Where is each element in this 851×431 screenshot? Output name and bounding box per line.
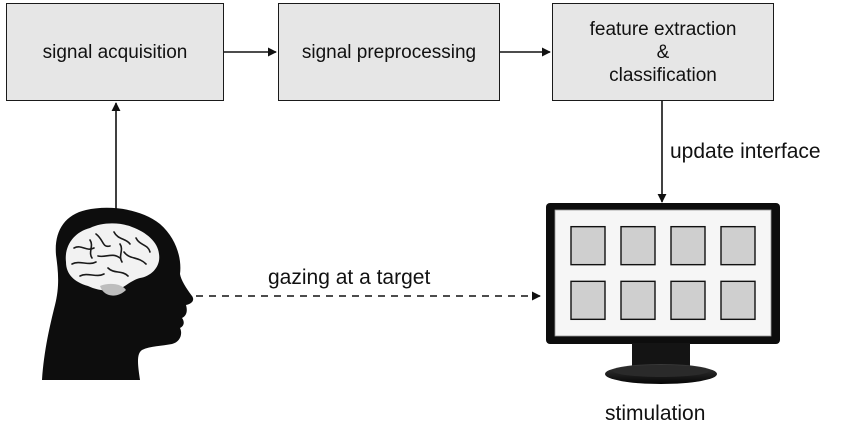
brain-icon [65, 223, 160, 296]
classification-label: classification [609, 64, 717, 86]
stimulus-tile [620, 225, 656, 266]
stimulus-tile [720, 225, 756, 266]
feature-extraction-box: feature extraction & classification [552, 3, 774, 101]
signal-preprocessing-label: signal preprocessing [301, 41, 477, 63]
signal-acquisition-box: signal acquisition [6, 3, 224, 101]
stimulus-tile [670, 280, 706, 321]
feature-extraction-label: feature extraction [589, 18, 737, 40]
stimulus-tile [720, 280, 756, 321]
signal-preprocessing-box: signal preprocessing [278, 3, 500, 101]
stimulation-label: stimulation [605, 402, 706, 425]
monitor-icon [546, 203, 780, 384]
stimulus-tile [670, 225, 706, 266]
ampersand-label: & [656, 41, 670, 63]
signal-acquisition-label: signal acquisition [42, 41, 188, 63]
gazing-label: gazing at a target [268, 266, 431, 289]
stimulus-tile [620, 280, 656, 321]
stimulus-grid [570, 225, 756, 321]
stimulus-tile [570, 280, 606, 321]
stimulus-tile [570, 225, 606, 266]
update-interface-label: update interface [670, 140, 821, 163]
